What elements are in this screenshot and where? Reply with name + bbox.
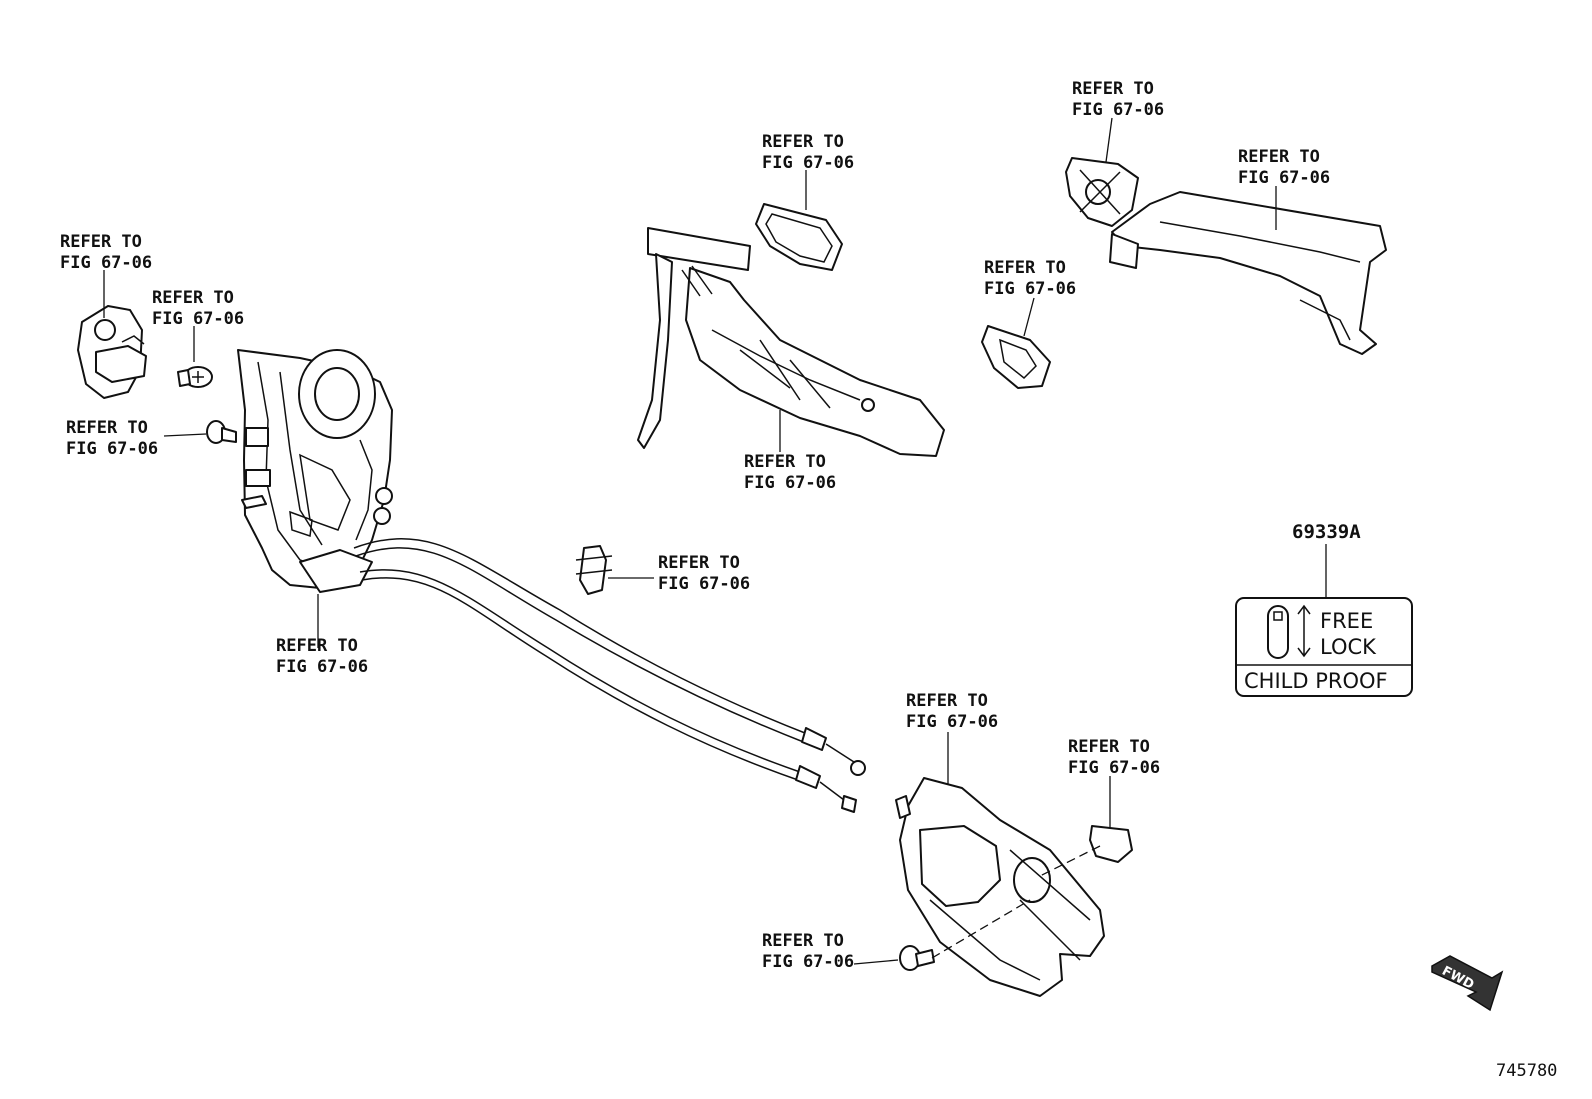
- door-striker: [77, 305, 147, 399]
- callout-text-line2: FIG 67-06: [1072, 100, 1164, 120]
- callout-leaders: [103, 117, 1327, 965]
- callout-text-line1: REFER TO: [744, 452, 826, 472]
- up-down-arrow-icon: [1297, 604, 1311, 658]
- callout-text-line1: REFER TO: [276, 636, 358, 656]
- callout-text-line1: REFER TO: [1072, 79, 1154, 99]
- callout-outside-handle: REFER TO FIG 67-06: [1238, 147, 1330, 188]
- small-gasket: [981, 325, 1051, 389]
- callout-text-line1: REFER TO: [762, 931, 844, 951]
- assembly-line-2: [931, 899, 1031, 959]
- callout-text-line2: FIG 67-06: [658, 574, 750, 594]
- figure-number: 745780: [1496, 1061, 1557, 1081]
- inside-handle: [895, 777, 1105, 997]
- lock-cables: [353, 538, 866, 813]
- label-caption-text: CHILD PROOF: [1244, 669, 1388, 693]
- callout-door-lock: REFER TO FIG 67-06: [276, 636, 368, 677]
- label-lock-text: LOCK: [1320, 635, 1377, 659]
- callout-text-line1: REFER TO: [1238, 147, 1320, 167]
- callout-text-line1: REFER TO: [152, 288, 234, 308]
- lock-slot-knob-icon: [1273, 611, 1283, 621]
- outside-handle-frame: [637, 227, 945, 457]
- assembly-line-1: [1039, 845, 1101, 877]
- callout-text-line1: REFER TO: [762, 132, 844, 152]
- callout-text-line1: REFER TO: [658, 553, 740, 573]
- callout-text-line2: FIG 67-06: [66, 439, 158, 459]
- fwd-arrow-icon: [1431, 955, 1504, 1012]
- callout-text-line2: FIG 67-06: [276, 657, 368, 677]
- callout-text-line2: FIG 67-06: [1068, 758, 1160, 778]
- callout-screw-3: REFER TO FIG 67-06: [762, 931, 854, 972]
- callout-text-line2: FIG 67-06: [762, 153, 854, 173]
- label-free-text: FREE: [1320, 609, 1373, 633]
- child-proof-label: FREE LOCK CHILD PROOF: [1235, 597, 1413, 697]
- cable-clip: [575, 545, 613, 595]
- callout-text-line1: REFER TO: [906, 691, 988, 711]
- callout-inside-handle: REFER TO FIG 67-06: [906, 691, 998, 732]
- callout-text-line2: FIG 67-06: [906, 712, 998, 732]
- handle-cap: [1065, 157, 1139, 227]
- callout-cable-clip: REFER TO FIG 67-06: [658, 553, 750, 594]
- callout-handle-cap: REFER TO FIG 67-06: [1072, 79, 1164, 120]
- part-number-69339a: 69339A: [1292, 521, 1361, 543]
- callout-plug-cap: REFER TO FIG 67-06: [1068, 737, 1160, 778]
- callout-text-line2: FIG 67-06: [152, 309, 244, 329]
- handle-gasket: [755, 203, 843, 271]
- callout-text-line1: REFER TO: [60, 232, 142, 252]
- callout-text-line1: REFER TO: [984, 258, 1066, 278]
- callout-text-line2: FIG 67-06: [60, 253, 152, 273]
- callout-screw-2: REFER TO FIG 67-06: [66, 418, 158, 459]
- callout-small-gasket: REFER TO FIG 67-06: [984, 258, 1076, 299]
- door-lock-assembly: [237, 349, 393, 593]
- screw-3: [899, 945, 935, 971]
- callout-text-line2: FIG 67-06: [984, 279, 1076, 299]
- screw-2: [206, 420, 237, 444]
- lock-slot-icon: [1267, 605, 1289, 659]
- callout-text-line1: REFER TO: [66, 418, 148, 438]
- callout-text-line2: FIG 67-06: [762, 952, 854, 972]
- callout-handle-frame: REFER TO FIG 67-06: [744, 452, 836, 493]
- callout-handle-gasket: REFER TO FIG 67-06: [762, 132, 854, 173]
- callout-text-line2: FIG 67-06: [744, 473, 836, 493]
- callout-striker: REFER TO FIG 67-06: [60, 232, 152, 273]
- callout-text-line2: FIG 67-06: [1238, 168, 1330, 188]
- plug-cap: [1089, 825, 1133, 863]
- screw-1: [177, 366, 213, 388]
- callout-screw-1: REFER TO FIG 67-06: [152, 288, 244, 329]
- fwd-arrow: FWD: [1431, 955, 1504, 1012]
- outside-handle: [1109, 191, 1387, 355]
- callout-text-line1: REFER TO: [1068, 737, 1150, 757]
